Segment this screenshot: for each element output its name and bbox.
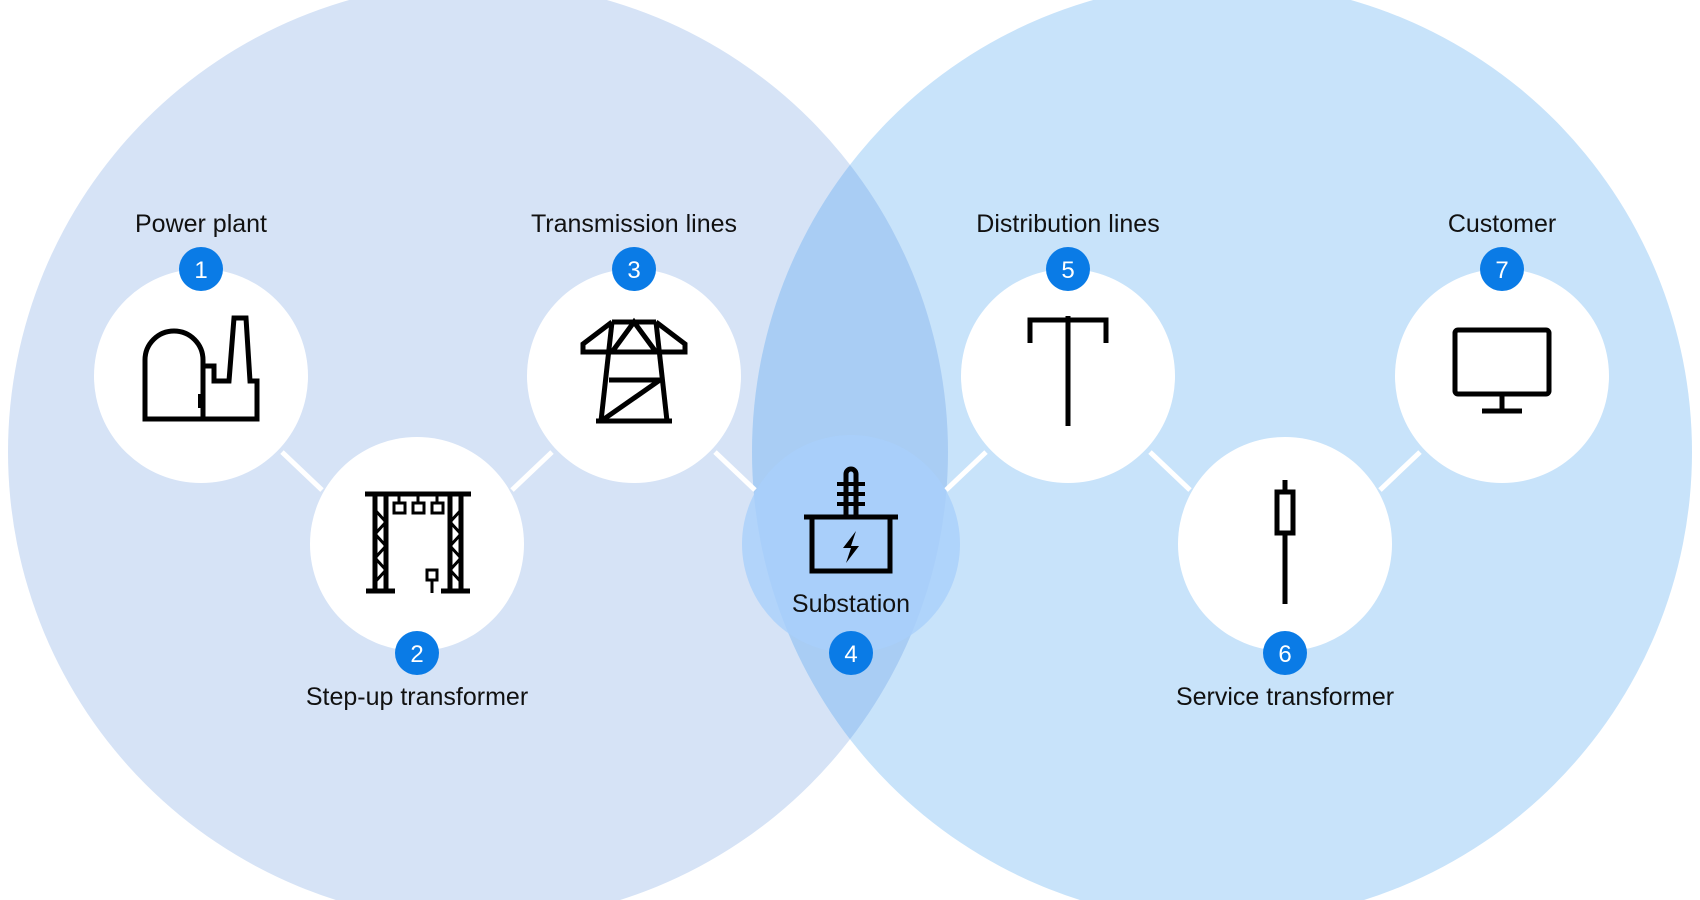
connector-6-7 [1378, 450, 1422, 492]
monitor-icon [1452, 327, 1552, 414]
step-badge-6: 6 [1263, 631, 1307, 675]
power-plant-icon [142, 315, 260, 422]
step-badge-5: 5 [1046, 247, 1090, 291]
step-number: 6 [1278, 641, 1291, 668]
substation-icon [804, 466, 898, 574]
connectors [280, 450, 1422, 492]
connector-2-3 [510, 450, 554, 492]
step-number: 4 [844, 641, 857, 668]
distribution-pole-icon [1027, 316, 1109, 426]
connector-1-2 [280, 450, 324, 492]
step-badge-2: 2 [395, 631, 439, 675]
connector-3-4 [713, 450, 757, 492]
node-customer [1395, 269, 1609, 483]
step-label-transmission-lines: Transmission lines [531, 210, 737, 238]
step-label-step-up-transformer: Step-up transformer [306, 683, 528, 711]
step-label-power-plant: Power plant [135, 210, 267, 238]
node-transmission-lines [527, 269, 741, 483]
step-up-transformer-icon [365, 491, 471, 594]
connector-5-6 [1148, 450, 1192, 492]
node-step-up-transformer [310, 437, 524, 651]
step-label-service-transformer: Service transformer [1176, 683, 1394, 711]
generation-transmission-region [8, 0, 948, 900]
step-label-customer: Customer [1448, 210, 1556, 238]
step-number: 1 [194, 257, 207, 284]
step-number: 2 [410, 641, 423, 668]
step-badge-3: 3 [612, 247, 656, 291]
step-badge-4: 4 [829, 631, 873, 675]
transmission-tower-icon [580, 317, 688, 424]
step-number: 3 [627, 257, 640, 284]
connector-4-5 [944, 450, 988, 492]
step-number: 7 [1495, 257, 1508, 284]
step-badge-1: 1 [179, 247, 223, 291]
distribution-region [752, 0, 1692, 900]
step-label-substation: Substation [792, 590, 910, 618]
step-badge-7: 7 [1480, 247, 1524, 291]
step-label-distribution-lines: Distribution lines [976, 210, 1159, 238]
step-number: 5 [1061, 257, 1074, 284]
service-transformer-icon [1274, 480, 1296, 604]
